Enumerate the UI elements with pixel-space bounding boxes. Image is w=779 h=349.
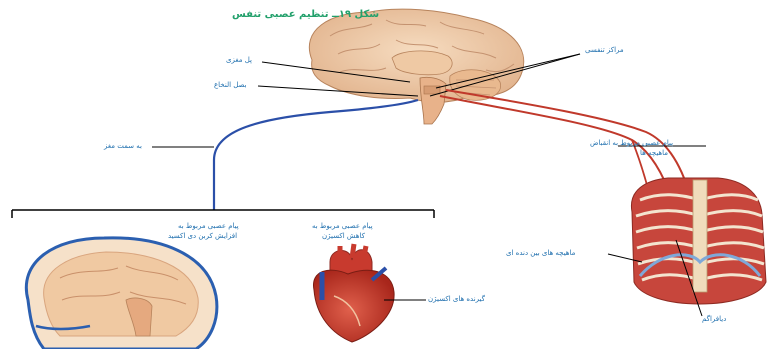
figure-title: شکل ۱۹ــ تنظیم عصبی تنفس [232, 10, 379, 19]
co2-message-label-line1: پیام عصبی مربوط به [178, 222, 239, 231]
heart-illustration [313, 244, 394, 342]
receptor-bracket [12, 210, 434, 218]
medulla-label: بصل النخاع [214, 81, 247, 90]
o2-message-label-line2: کاهش اکسیژن [322, 232, 365, 241]
intercostal-muscles-label: ماهیچه های بین دنده ای [506, 249, 575, 258]
contraction-message-label-line2: ماهیچه ها [640, 149, 668, 158]
o2-message-label-line1: پیام عصبی مربوط به [312, 222, 373, 231]
respiratory-centers-label: مراکز تنفسی [585, 46, 624, 55]
co2-message-label-line2: افزایش کربن دی اکسید [168, 232, 237, 241]
diaphragm-label: دیافراگم [702, 315, 726, 324]
afferent-pathway [152, 100, 418, 210]
to-brain-label: به سمت مغز [104, 142, 142, 151]
oxygen-receptors-label: گیرنده های اکسیژن [428, 295, 485, 304]
head-section-illustration [26, 238, 217, 349]
ribcage-illustration [631, 178, 766, 304]
pons-label: پل مغزی [226, 56, 252, 65]
contraction-message-label-line1: پیام عصبی مربوط به انقباض [590, 139, 673, 148]
